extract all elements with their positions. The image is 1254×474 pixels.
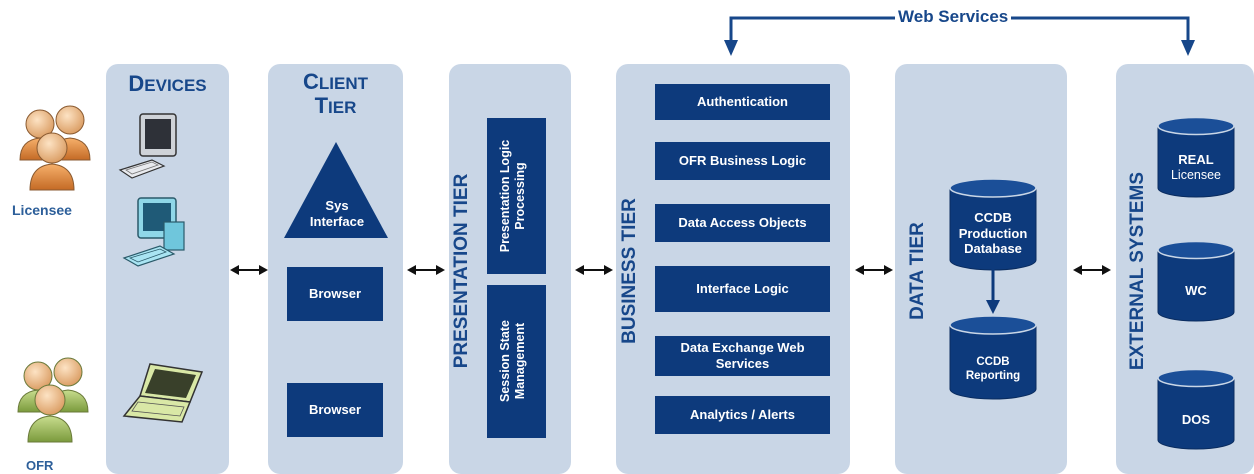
- sys-interface-label: Sys Interface: [309, 197, 365, 229]
- browser-box-2: Browser: [287, 383, 383, 437]
- ccdb-reporting-database-label: CCDB Reporting: [965, 356, 1021, 382]
- data-access-objects-box: Data Access Objects: [655, 204, 830, 242]
- connector-arrow-2: [407, 265, 445, 275]
- authentication-box: Authentication: [655, 84, 830, 120]
- licensee-label: Licensee: [12, 202, 72, 218]
- dos-label: DOS: [1181, 412, 1211, 427]
- real-licensee-database-icon: [1157, 116, 1235, 198]
- wc-label: WC: [1185, 283, 1207, 298]
- wc-database-icon: [1157, 240, 1235, 322]
- laptop-icon: [122, 363, 204, 423]
- interface-logic-box: Interface Logic: [655, 266, 830, 312]
- dos-database-icon: [1157, 368, 1235, 450]
- workstation-computer-icon: [122, 197, 185, 267]
- business-tier-title: BUSINESS TIER: [619, 198, 640, 344]
- analytics-alerts-box: Analytics / Alerts: [655, 396, 830, 434]
- ofr-label: OFR: [26, 458, 54, 473]
- db-flow-arrow: [986, 268, 1000, 314]
- client-tier-title: CLIENT TIER: [303, 69, 368, 118]
- connector-arrow-4: [855, 265, 893, 275]
- connector-arrow-1: [230, 265, 268, 275]
- connector-arrow-5: [1073, 265, 1111, 275]
- connector-arrow-3: [575, 265, 613, 275]
- data-exchange-web-services-box: Data Exchange Web Services: [655, 336, 830, 376]
- session-state-label: Session State Management: [498, 320, 527, 402]
- desktop-computer-icon: [118, 113, 177, 179]
- session-state-box: [487, 285, 546, 438]
- ofr-users-icon: [17, 357, 89, 443]
- ccdb-production-database-label: CCDB Production Database: [958, 210, 1028, 257]
- real-licensee-label: REAL Licensee: [1170, 152, 1222, 182]
- web-services-label: Web Services: [895, 7, 1012, 27]
- ccdb-reporting-database-icon: [949, 315, 1037, 400]
- licensee-users-icon: [19, 105, 91, 191]
- browser-box-1: Browser: [287, 267, 383, 321]
- ccdb-production-database-icon: [949, 178, 1037, 271]
- presentation-tier-title: PRESENTATION TIER: [451, 173, 472, 369]
- external-systems-title: EXTERNAL SYSTEMS: [1127, 171, 1148, 371]
- sys-interface-triangle: [284, 142, 388, 238]
- ofr-business-logic-box: OFR Business Logic: [655, 142, 830, 180]
- data-tier-title: DATA TIER: [907, 222, 928, 320]
- presentation-logic-box: [487, 118, 546, 274]
- presentation-logic-label: Presentation Logic Processing: [498, 139, 527, 253]
- devices-title: DEVICES: [128, 71, 207, 96]
